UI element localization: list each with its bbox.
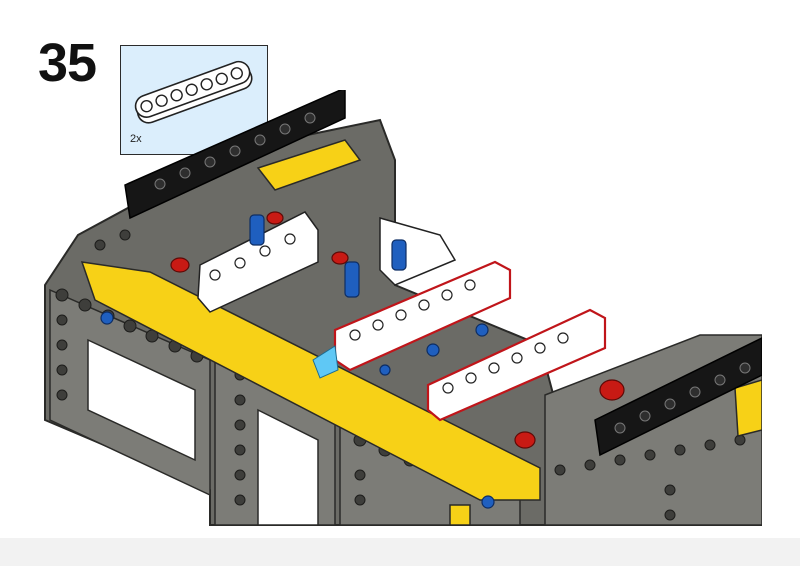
blue-pin <box>100 214 495 509</box>
part-quantity: 2x <box>130 133 142 145</box>
parts-callout: 2x <box>120 45 268 155</box>
light-blue-part <box>312 345 339 379</box>
red-axle-pin <box>170 211 625 449</box>
step-number: 35 <box>38 33 97 93</box>
frame-holes <box>55 229 746 521</box>
bottom-strip <box>0 538 800 566</box>
white-liftarm-icon <box>134 60 253 124</box>
yellow-beam <box>80 139 762 526</box>
model-assembly-illustration <box>44 90 762 526</box>
